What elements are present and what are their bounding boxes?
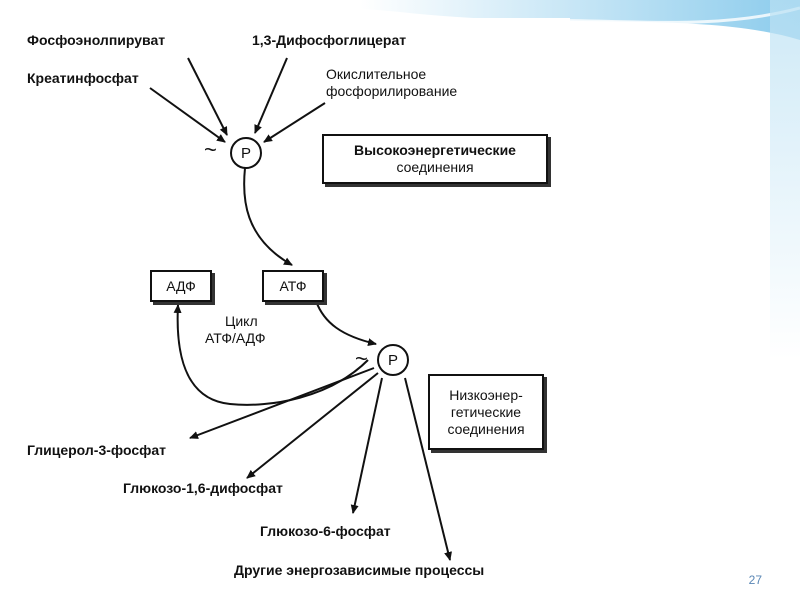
adp-box: АДФ	[150, 270, 212, 302]
low-energy-bond-tilde: ~	[355, 346, 368, 371]
product-glycerol-label: Глицерол-3-фосфат	[27, 442, 167, 458]
arrow-p-to-other	[404, 377, 452, 561]
diagram-figure: Фосфоэнолпируват 1,3-Дифосфоглицерат Кре…	[20, 18, 570, 583]
product-other-label: Другие энергозависимые процессы	[234, 562, 485, 578]
product-glucose6-label: Глюкозо-6-фосфат	[260, 523, 391, 539]
high-energy-line2: соединения	[396, 159, 474, 175]
arrow-p-to-atp	[243, 167, 293, 266]
diagram-arrows	[149, 57, 452, 561]
source-creatine-label: Креатинфосфат	[27, 70, 139, 86]
source-pep-label: Фосфоэнолпируват	[27, 32, 166, 48]
arrow-p-to-glycerol	[189, 367, 375, 439]
product-glucose16-label: Глюкозо-1,6-дифосфат	[123, 480, 283, 496]
arrow-p-to-glucose16	[246, 372, 379, 479]
cycle-label-line2: АТФ/АДФ	[205, 330, 266, 346]
low-energy-line1: Низкоэнер-	[449, 386, 523, 403]
high-energy-compounds-box: Высокоэнергетические соединения	[322, 134, 548, 184]
high-energy-line1: Высокоэнергетические	[354, 142, 516, 158]
high-energy-bond-tilde: ~	[204, 137, 217, 162]
source-oxphos-line2: фосфорилирование	[326, 83, 458, 99]
source-oxphos-line1: Окислительное	[326, 66, 427, 82]
arrow-oxphos-to-p	[263, 102, 326, 143]
cycle-label-line1: Цикл	[225, 313, 258, 329]
arrow-dpg-to-p	[254, 57, 288, 134]
right-side-decoration	[770, 0, 800, 600]
phosphate-lower: P	[377, 344, 409, 376]
low-energy-compounds-box: Низкоэнер- гетические соединения	[428, 374, 544, 450]
page-number: 27	[748, 573, 762, 587]
arrow-atp-to-p	[315, 300, 377, 347]
phosphate-upper: P	[230, 137, 262, 169]
low-energy-line2: гетические	[450, 403, 522, 420]
source-dpg-label: 1,3-Дифосфоглицерат	[252, 32, 407, 48]
top-wave-decoration	[0, 0, 800, 40]
low-energy-line3: соединения	[447, 420, 525, 437]
arrow-cycle-to-adp	[173, 304, 369, 406]
arrow-p-to-glucose6	[350, 377, 383, 514]
arrow-pep-to-p	[187, 57, 228, 136]
atp-box: АТФ	[262, 270, 324, 302]
arrow-creatine-to-p	[149, 87, 226, 143]
